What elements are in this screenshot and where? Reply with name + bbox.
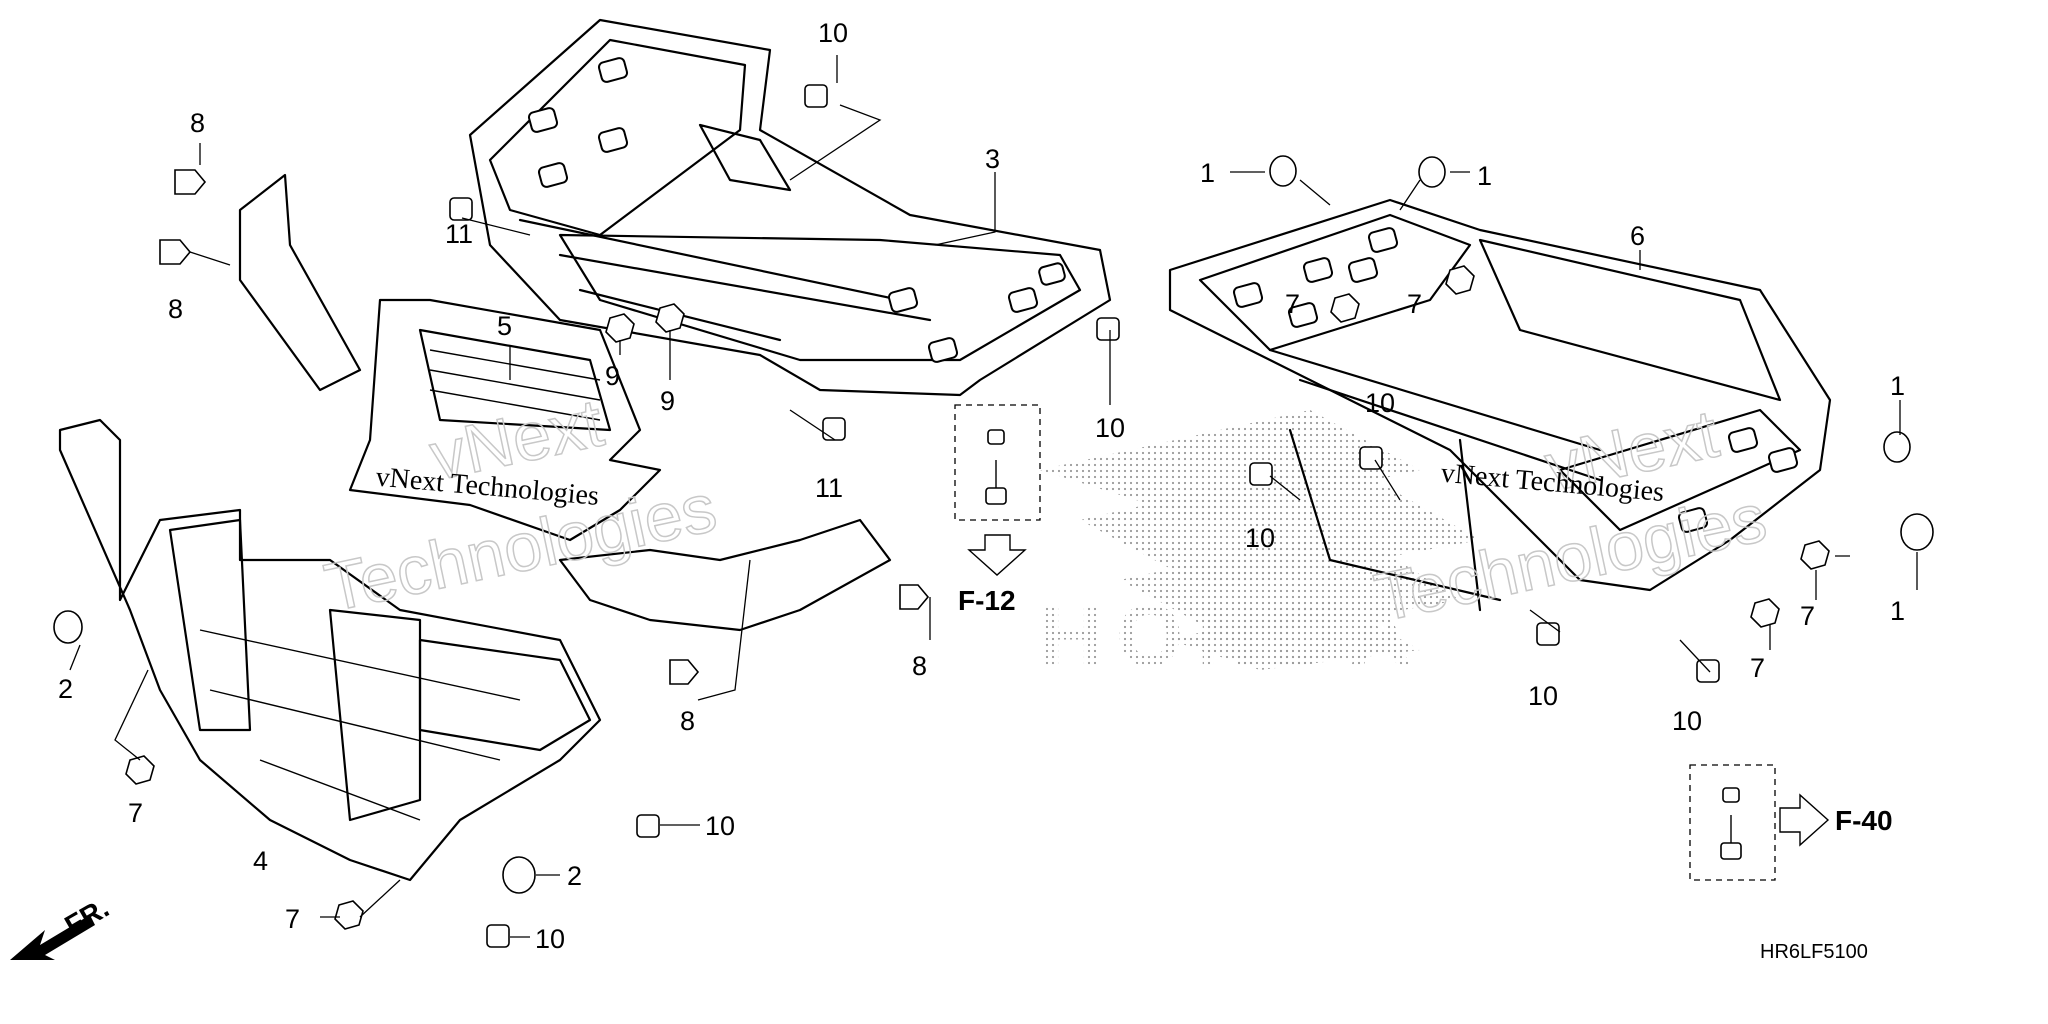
label-7-d: 7 [1285,289,1300,319]
honda-watermark-text: HONDA [1040,588,1425,684]
bolt-10b [1096,317,1120,341]
label-7-b: 7 [285,904,300,934]
label-10-e: 10 [1365,388,1395,418]
leader-lines [69,55,1918,938]
fasteners [53,84,1934,948]
bolt-10d [1249,462,1273,486]
label-1-d: 1 [1890,596,1905,626]
bolt-11b [822,417,846,441]
front-guard [58,418,602,882]
cushion-1a [1269,155,1297,187]
cushion-1d [1900,513,1934,551]
front-direction-arrow-icon [10,915,95,960]
label-11-a: 11 [445,219,473,249]
label-8-c: 8 [912,651,927,681]
label-10-d: 10 [535,924,565,954]
bolt-10h [486,924,510,948]
bolt-10a [804,84,828,108]
label-7-a: 7 [128,798,143,828]
label-3: 3 [985,144,1000,174]
ref-box-front [954,404,1041,521]
label-1-a: 1 [1200,158,1215,188]
front-panel [238,173,892,632]
label-11-b: 11 [815,473,843,503]
label-2-a: 2 [58,674,73,704]
label-10-a: 10 [818,18,848,48]
label-8-a: 8 [190,108,205,138]
nut-7e [1750,598,1780,628]
arrow-down-icon [967,534,1027,576]
nut-7c [1330,293,1360,323]
bolt-10f [1696,659,1720,683]
label-6: 6 [1630,221,1645,251]
ref-box-rear-bolts [1720,787,1742,860]
label-10-f: 10 [1245,523,1275,553]
ref-label-rear: F-40 [1835,805,1893,836]
label-8-d: 8 [680,706,695,736]
nut-7b [334,900,364,930]
label-10-b: 10 [1095,413,1125,443]
label-9-a: 9 [605,361,620,391]
arrow-right-icon [1779,793,1830,847]
clip-8a [174,169,207,195]
nut-9b [655,303,685,333]
label-2-b: 2 [567,861,582,891]
ref-label-front: F-12 [958,585,1016,616]
cushion-2b [502,856,536,894]
label-7-f: 7 [1800,601,1815,631]
watermark-tech-b: Technologies [1369,479,1773,636]
label-7-c: 7 [1407,289,1422,319]
honda-wing-watermark: HONDA [1040,410,1480,684]
label-8-b: 8 [168,294,183,324]
front-carrier [468,18,1112,397]
label-4: 4 [253,846,268,876]
part-numbers: 8 8 10 3 11 5 9 9 10 11 8 8 2 7 4 10 2 7… [58,18,1905,954]
label-9-b: 9 [660,386,675,416]
diagram-code: HR6LF5100 [1760,941,1868,963]
nut-7d [1445,265,1475,295]
clip-8b [159,239,192,265]
cushion-1b [1418,156,1446,188]
label-10-h: 10 [1672,706,1702,736]
cushion-2a [53,610,83,644]
clip-8c [899,584,930,610]
bolt-11a [449,197,473,221]
nut-9a [605,313,635,343]
bolt-10e [1536,622,1560,646]
label-10-g: 10 [1528,681,1558,711]
label-5: 5 [497,311,512,341]
nut-7a [125,755,155,785]
label-7-e: 7 [1750,653,1765,683]
cushion-1c [1883,431,1911,463]
nut-7f [1800,540,1830,570]
bolt-10g [636,814,660,838]
label-1-b: 1 [1477,161,1492,191]
ref-box-rear [1689,764,1776,881]
label-1-c: 1 [1890,371,1905,401]
ref-box-front-bolts [985,429,1007,505]
clip-8d [669,659,700,685]
label-10-c: 10 [705,811,735,841]
